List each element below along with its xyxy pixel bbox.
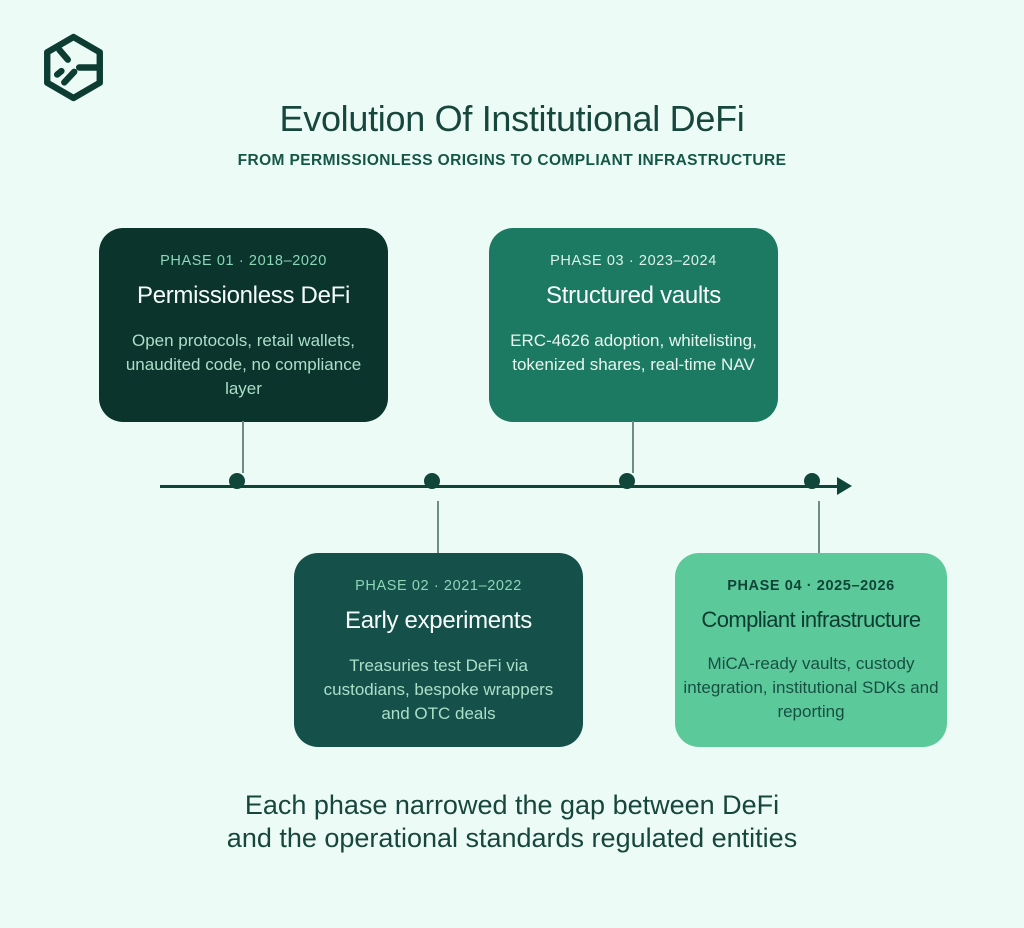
phase-title: Compliant infrastructure — [701, 607, 921, 632]
phase-eyebrow: PHASE 04 · 2025–2026 — [727, 578, 895, 594]
phase-card-2: PHASE 02 · 2021–2022 Early experiments T… — [294, 553, 583, 747]
timeline-node-4 — [804, 473, 820, 489]
phase-title: Early experiments — [345, 607, 532, 634]
connector-phase-2 — [437, 501, 439, 553]
connector-phase-3 — [632, 421, 634, 473]
timeline-axis — [160, 485, 840, 488]
hexagon-cube-logo-icon — [44, 33, 103, 102]
phase-body: MiCA-ready vaults, custody integration, … — [683, 654, 939, 721]
connector-phase-4 — [818, 501, 820, 553]
phase-body: ERC-4626 adoption, whitelisting, tokeniz… — [510, 331, 757, 374]
phase-title: Structured vaults — [546, 282, 721, 309]
connector-phase-1 — [242, 421, 244, 473]
page-subtitle: FROM PERMISSIONLESS ORIGINS TO COMPLIANT… — [237, 152, 787, 169]
header: Evolution Of Institutional DeFi FROM PER… — [0, 98, 1024, 170]
timeline-node-1 — [229, 473, 245, 489]
timeline-node-3 — [619, 473, 635, 489]
phase-eyebrow: PHASE 03 · 2023–2024 — [550, 253, 717, 269]
phase-body: Treasuries test DeFi via custodians, bes… — [323, 656, 554, 723]
phase-title: Permissionless DeFi — [136, 282, 351, 309]
arrow-right-icon — [837, 477, 852, 495]
page-title: Evolution Of Institutional DeFi — [279, 98, 745, 139]
phase-card-3: PHASE 03 · 2023–2024 Structured vaults E… — [489, 228, 778, 422]
phase-card-4: PHASE 04 · 2025–2026 Compliant infrastru… — [675, 553, 947, 747]
footer-caption-line-2: and the operational standards regulated … — [226, 823, 798, 853]
phase-body: Open protocols, retail wallets, unaudite… — [125, 331, 362, 398]
phase-eyebrow: PHASE 02 · 2021–2022 — [355, 578, 522, 594]
timeline-node-2 — [424, 473, 440, 489]
phase-eyebrow: PHASE 01 · 2018–2020 — [160, 253, 327, 269]
footer-caption-line-1: Each phase narrowed the gap between DeFi — [244, 790, 780, 820]
phase-card-1: PHASE 01 · 2018–2020 Permissionless DeFi… — [99, 228, 388, 422]
footer-caption: Each phase narrowed the gap between DeFi… — [0, 789, 1024, 855]
